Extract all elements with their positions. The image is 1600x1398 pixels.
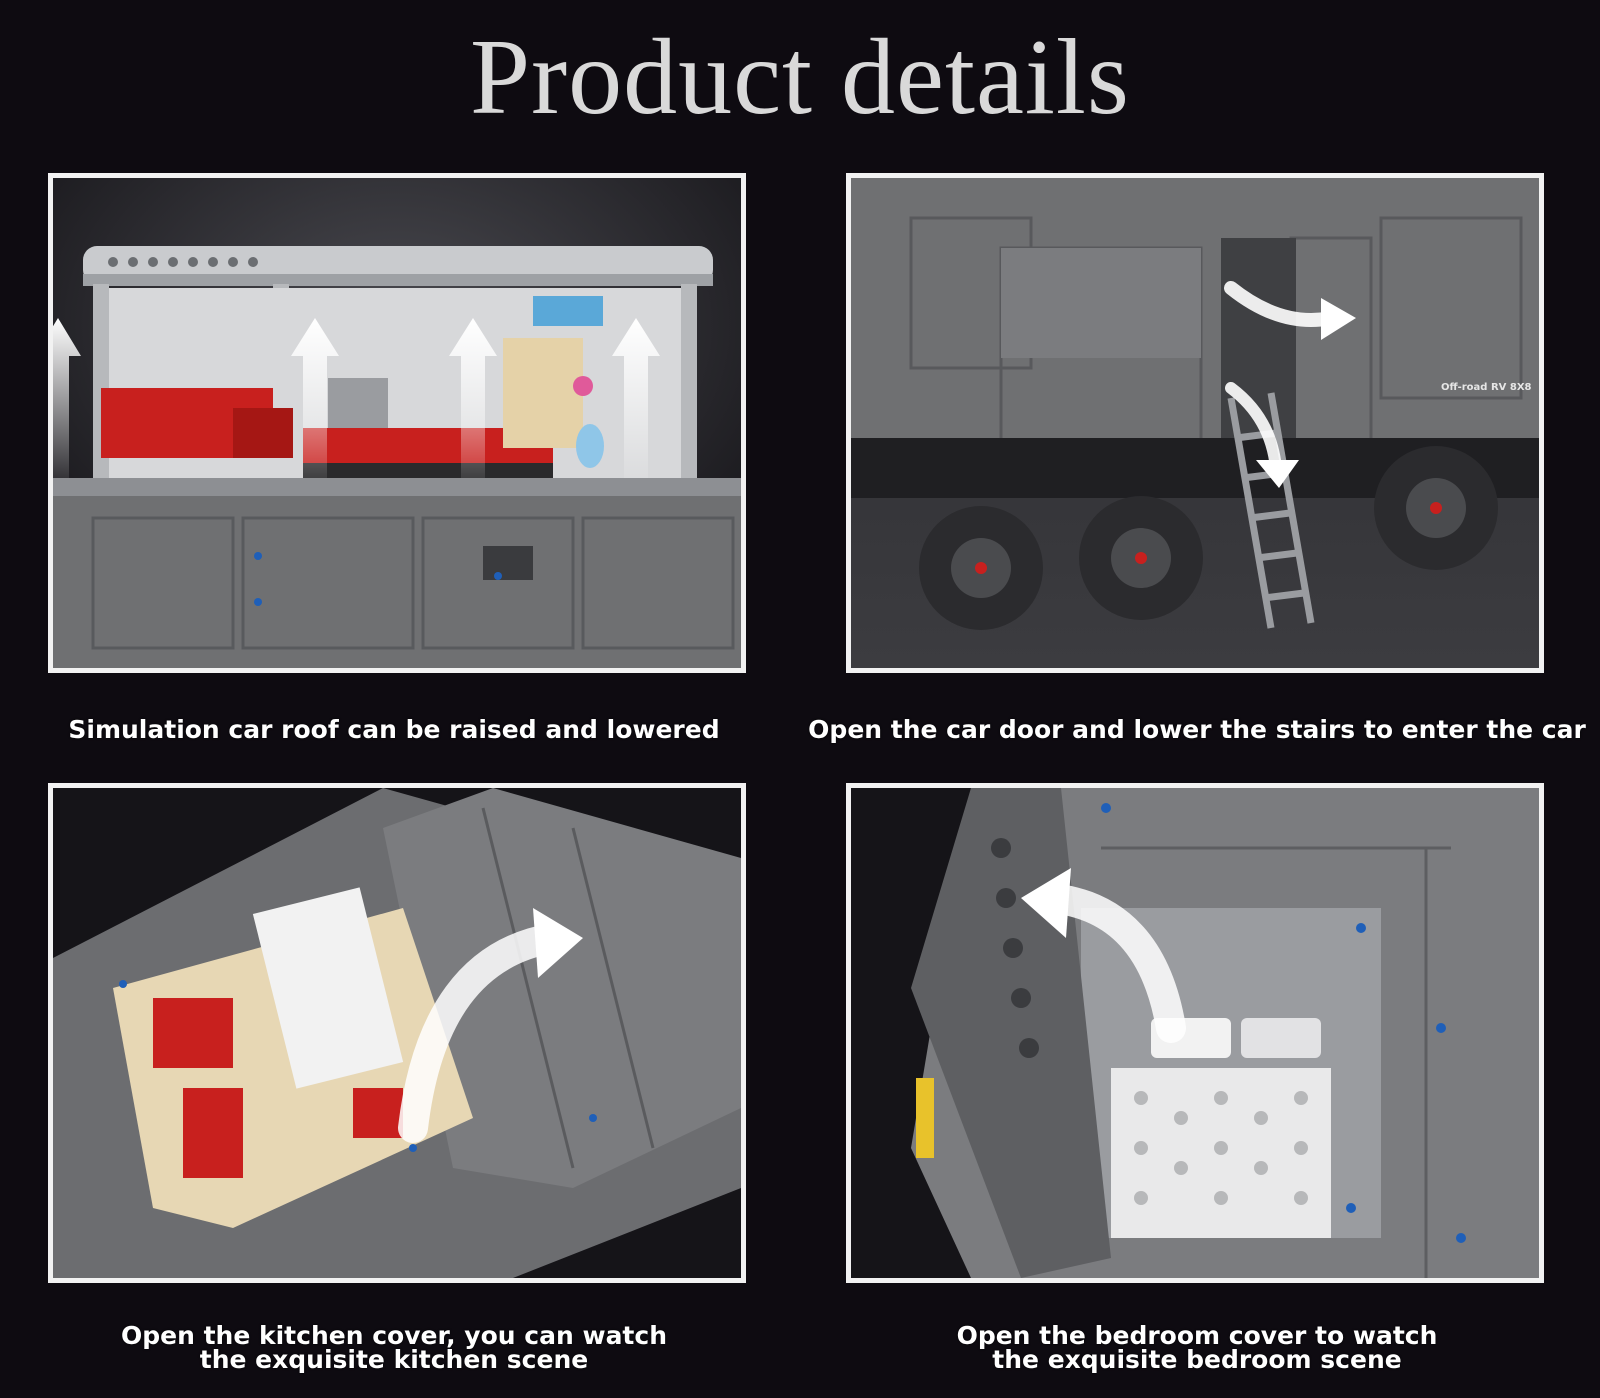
roof-raise-caption: Simulation car roof can be raised and lo… [4,715,784,744]
bedroom-cover-caption: Open the bedroom cover to watch the exqu… [807,1321,1587,1374]
door-stairs-image: Off-road RV 8X8 [846,173,1544,673]
page-title: Product details [470,18,1130,137]
roof-raise-image [48,173,746,673]
kitchen-cover-illustration [53,788,741,1278]
bedroom-cover-illustration [851,788,1539,1278]
kitchen-cover-caption: Open the kitchen cover, you can watch th… [4,1321,784,1374]
caption-line: Open the car door and lower the stairs t… [808,715,1586,744]
door-stairs-caption: Open the car door and lower the stairs t… [807,715,1587,744]
vehicle-label: Off-road RV 8X8 [1441,382,1532,393]
kitchen-cover-image [48,783,746,1283]
caption-line: the exquisite bedroom scene [992,1345,1402,1374]
caption-line: Open the bedroom cover to watch [956,1321,1438,1350]
caption-line: Open the kitchen cover, you can watch [120,1321,668,1350]
caption-line: Simulation car roof can be raised and lo… [68,715,720,744]
roof-raise-illustration [53,178,741,668]
caption-line: the exquisite kitchen scene [199,1345,589,1374]
door-stairs-illustration: Off-road RV 8X8 [851,178,1539,668]
bedroom-cover-image [846,783,1544,1283]
